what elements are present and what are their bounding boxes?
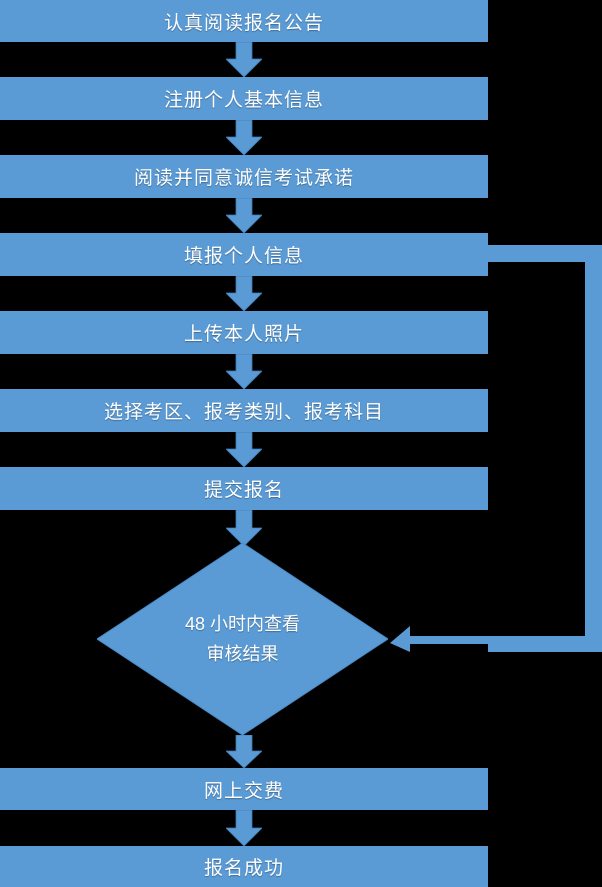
flow-node-online-payment[interactable]: 网上交费	[0, 768, 488, 810]
decision-label-line-1: 48 小时内查看	[184, 614, 301, 634]
decision-label-line-2: 审核结果	[206, 644, 279, 664]
flow-node-label: 认真阅读报名公告	[163, 12, 324, 34]
connector-arrow-down-1	[226, 42, 262, 77]
flow-node-check-review-result-decision[interactable]: 48 小时内查看 审核结果	[97, 543, 388, 735]
connector-feedback-loop-to-fill-personal-info	[380, 240, 602, 652]
flow-node-label: 填报个人信息	[183, 246, 304, 267]
connector-arrow-down-2	[226, 120, 262, 155]
flow-node-register-basic-info[interactable]: 注册个人基本信息	[0, 77, 488, 120]
flow-node-select-exam-area-category-subject[interactable]: 选择考区、报考类别、报考科目	[0, 389, 488, 432]
connector-arrow-down-7	[226, 510, 262, 546]
flow-node-submit-registration[interactable]: 提交报名	[0, 467, 488, 510]
flow-node-decision-label: 48 小时内查看 审核结果	[97, 543, 388, 735]
flow-node-label: 提交报名	[203, 480, 284, 501]
flow-node-label: 注册个人基本信息	[163, 90, 324, 111]
flow-node-fill-personal-info[interactable]: 填报个人信息	[0, 233, 488, 276]
flow-node-label: 阅读并同意诚信考试承诺	[133, 168, 354, 189]
flow-node-label: 选择考区、报考类别、报考科目	[103, 402, 384, 423]
connector-arrow-down-6	[226, 432, 262, 467]
connector-arrow-down-5	[226, 354, 262, 389]
flow-node-label: 上传本人照片	[183, 324, 304, 345]
connector-arrow-down-3	[226, 198, 262, 233]
connector-arrow-down-4	[226, 276, 262, 311]
flow-node-read-announcement[interactable]: 认真阅读报名公告	[0, 0, 488, 42]
flow-node-label: 报名成功	[203, 858, 284, 879]
connector-arrow-down-9	[226, 810, 262, 846]
flow-node-registration-success[interactable]: 报名成功	[0, 846, 488, 887]
flow-node-label: 网上交费	[203, 780, 284, 802]
flow-node-upload-photo[interactable]: 上传本人照片	[0, 311, 488, 354]
flow-node-agree-integrity-pledge[interactable]: 阅读并同意诚信考试承诺	[0, 155, 488, 198]
connector-arrow-down-8	[226, 735, 262, 768]
